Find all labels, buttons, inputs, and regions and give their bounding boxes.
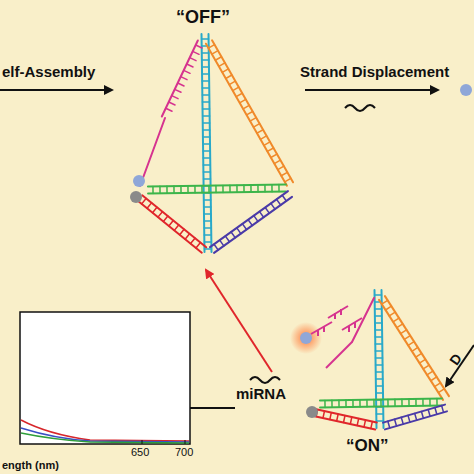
axis-label: ength (nm) <box>2 459 59 471</box>
step-label: D <box>447 351 465 368</box>
step-label: Strand Displacement <box>300 64 449 81</box>
target-label: miRNA <box>236 386 286 403</box>
step-label: elf-Assembly <box>2 64 95 81</box>
state-label: “ON” <box>346 437 389 456</box>
state-label: “OFF” <box>176 8 230 28</box>
tick-label: 700 <box>175 446 193 458</box>
tick-label: 650 <box>131 446 149 458</box>
